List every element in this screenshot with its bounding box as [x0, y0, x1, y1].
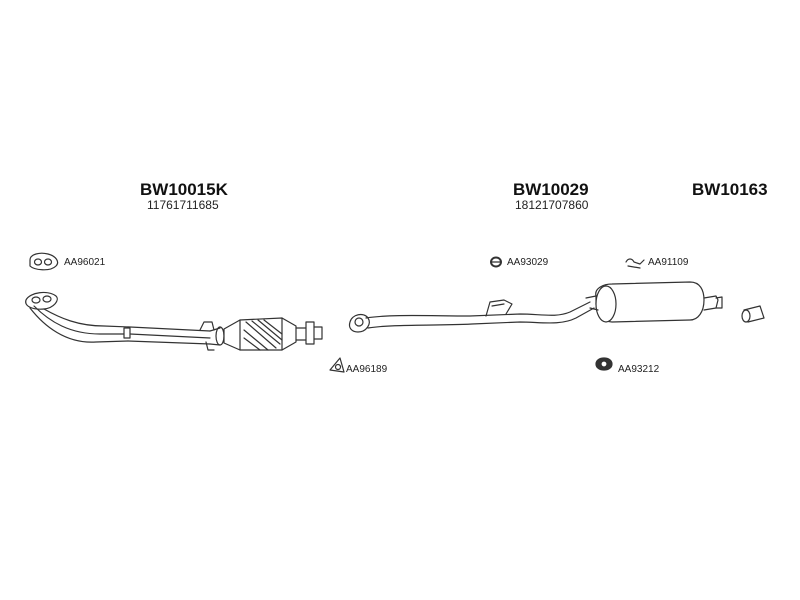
silencer-icon [595, 281, 705, 323]
triangular-gasket-icon [329, 357, 345, 373]
part-title-bw10029: BW10029 [513, 180, 589, 199]
rear-silencer [585, 281, 723, 323]
accessory-label-aa96021: AA96021 [64, 257, 106, 268]
mounting-bracket-icon [625, 258, 645, 269]
accessory-label-aa93212: AA93212 [618, 364, 660, 375]
part-title-bw10163: BW10163 [692, 180, 768, 199]
part-number-11761711685: 11761711685 [147, 198, 219, 212]
rubber-ring-icon [490, 256, 502, 268]
front-pipe-catalytic-converter [25, 291, 323, 351]
accessory-label-aa96189: AA96189 [346, 364, 388, 375]
catalytic-converter-icon [223, 317, 309, 351]
rubber-mount-icon [595, 357, 613, 371]
centre-pipe-flange-icon [348, 313, 370, 333]
accessory-label-aa91109: AA91109 [648, 257, 689, 268]
part-number-18121707860: 18121707860 [515, 198, 589, 212]
tailpipe-tip-icon [741, 305, 765, 323]
accessory-label-aa93029: AA93029 [507, 257, 549, 268]
centre-pipe [348, 299, 595, 333]
part-title-bw10015k: BW10015K [140, 180, 228, 199]
front-flange-icon [25, 291, 58, 310]
flange-gasket-icon [29, 252, 59, 271]
